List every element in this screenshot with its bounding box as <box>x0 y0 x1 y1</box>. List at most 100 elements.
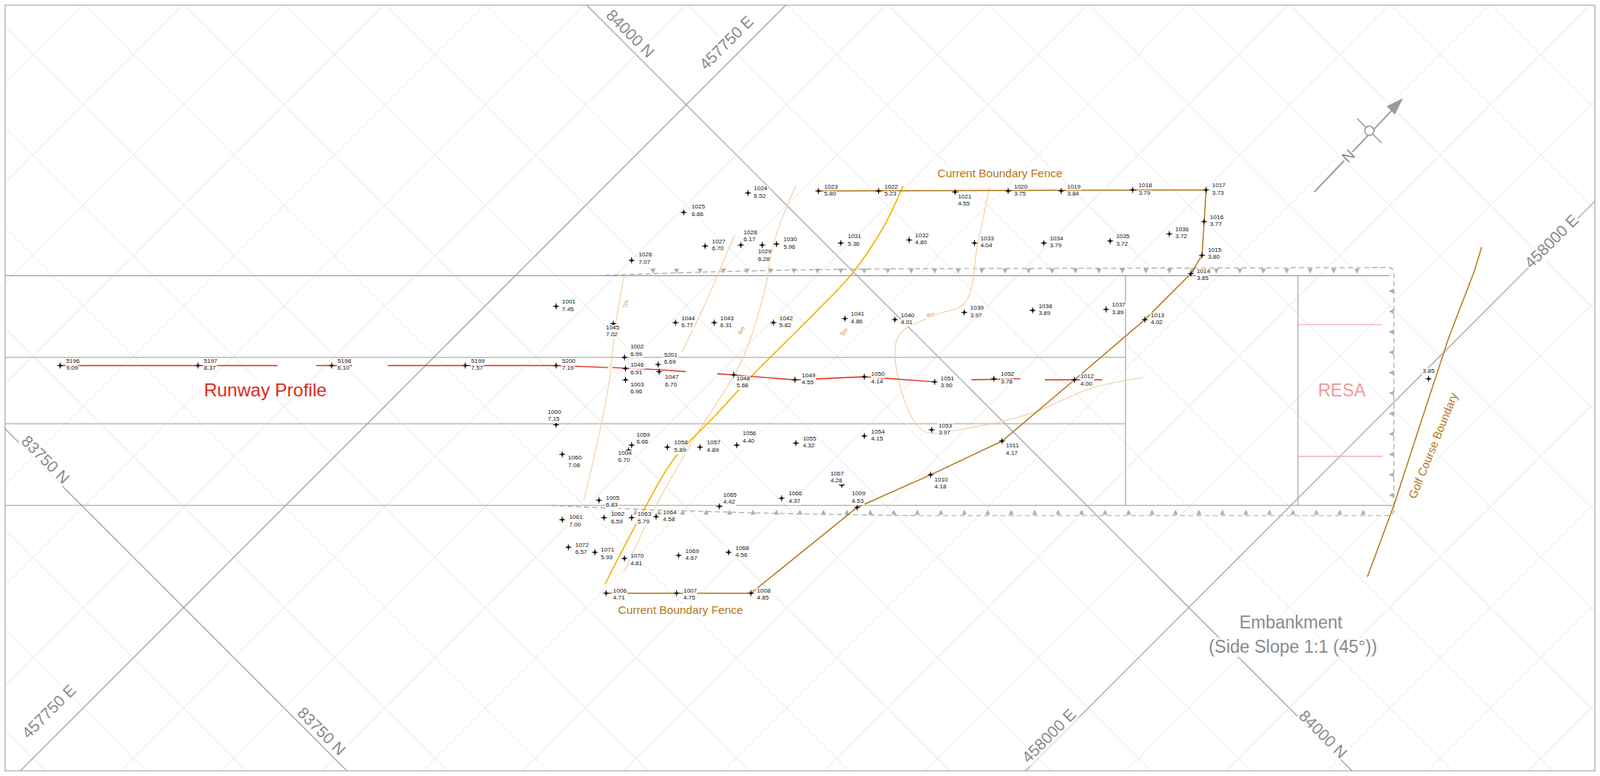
elevation-value: 5.36 <box>847 241 861 248</box>
map-graphic <box>653 514 658 519</box>
grid-line <box>5 5 1596 771</box>
map-graphic <box>773 241 780 248</box>
grid-line <box>5 210 1596 772</box>
slope-tick <box>938 509 944 515</box>
elevation-value: 6.99 <box>629 351 644 359</box>
map-graphic <box>1166 230 1173 237</box>
map-graphic <box>711 319 718 326</box>
grid-line <box>5 5 1596 502</box>
contour-label: 7m <box>622 298 631 310</box>
slope-tick <box>1388 472 1394 478</box>
elevation-value: 3.97 <box>969 312 984 320</box>
point-number: 1058 <box>673 439 689 447</box>
map-graphic <box>593 550 597 555</box>
grid-line <box>5 50 1596 772</box>
map-graphic <box>672 319 679 326</box>
slope-tick <box>703 509 709 515</box>
grid-label: 84000 N <box>602 5 659 62</box>
survey-point <box>1199 252 1206 259</box>
point-number: 1004 <box>617 450 633 458</box>
map-graphic <box>623 366 628 371</box>
elevation-value: 4.86 <box>850 318 864 326</box>
grid-line <box>5 5 1596 771</box>
map-graphic <box>676 553 681 558</box>
grid-line <box>5 5 1596 603</box>
elevation-value: 4.85 <box>755 594 770 602</box>
map-graphic <box>758 241 766 248</box>
survey-point <box>1029 307 1036 314</box>
point-number: 1021 <box>957 193 973 201</box>
slope-tick <box>1073 268 1079 274</box>
slope-tick <box>867 509 874 515</box>
slope-tick <box>720 268 727 274</box>
survey-point <box>622 365 629 372</box>
slope-tick <box>1025 268 1032 274</box>
map-graphic <box>680 209 687 216</box>
slope-tick <box>908 268 915 274</box>
map-graphic <box>861 373 868 380</box>
profile-label: Runway Profile <box>203 379 327 400</box>
map-graphic <box>892 317 897 322</box>
survey-points <box>57 187 1432 597</box>
grid-line <box>5 5 1596 771</box>
embankment-label: (Side Slope 1:1 (45°)) <box>1207 637 1378 657</box>
point-number: 5199 <box>470 358 486 366</box>
map-graphic <box>703 244 708 248</box>
map-graphic <box>654 361 661 368</box>
grid-line <box>5 5 1596 771</box>
grid-line <box>5 5 1596 771</box>
slope-tick <box>1237 268 1243 274</box>
point-number: 1060 <box>567 454 583 462</box>
point-number: 1003 <box>629 381 645 389</box>
map-graphic <box>665 444 670 449</box>
point-number: 1026 <box>638 251 654 259</box>
slope-tick <box>914 509 921 515</box>
elevation-value: 4.75 <box>682 594 697 602</box>
map-graphic <box>674 590 679 595</box>
point-number: 1008 <box>755 587 772 595</box>
elevation-value: 4.89 <box>706 447 721 454</box>
map-graphic <box>558 516 566 523</box>
point-number: 5201 <box>663 352 679 359</box>
map-graphic <box>1314 107 1394 192</box>
survey-point <box>773 241 780 248</box>
point-number: 1027 <box>711 238 727 246</box>
runway-edge <box>1125 275 1127 505</box>
contour-line <box>895 185 1143 433</box>
elevation-value: 3.89 <box>1111 309 1125 317</box>
north-label: N <box>1337 146 1359 167</box>
slope-tick <box>1126 509 1132 515</box>
elevation-value: 3.78 <box>1000 378 1014 386</box>
grid-line <box>5 5 1596 771</box>
point-number: 1032 <box>914 232 930 240</box>
slope-tick <box>1008 509 1014 515</box>
elevation-value: 6.28 <box>757 256 772 264</box>
point-number: 1046 <box>629 361 645 369</box>
survey-point <box>815 187 822 194</box>
grid-label: 457750 E <box>695 12 758 74</box>
survey-point <box>57 361 64 369</box>
point-number: 1047 <box>664 374 680 381</box>
survey-point <box>961 309 968 316</box>
resa-line <box>1298 323 1383 325</box>
map-graphic <box>623 377 628 382</box>
map-graphic <box>1142 317 1147 322</box>
slope-tick <box>932 268 938 274</box>
point-number: 1071 <box>600 546 616 554</box>
survey-point <box>999 438 1006 445</box>
point-number: 1002 <box>629 343 645 351</box>
point-number: 1054 <box>870 428 886 436</box>
elevation-value: 9.09 <box>65 365 80 372</box>
point-number: 1061 <box>568 514 584 521</box>
survey-point <box>596 497 603 504</box>
survey-point <box>600 514 607 521</box>
slope-tick <box>797 509 804 515</box>
grid-line <box>5 5 1596 662</box>
map-graphic <box>933 380 937 385</box>
elevation-value: 4.56 <box>734 552 749 559</box>
elevation-value: 4.81 <box>629 560 644 568</box>
map-graphic <box>1365 126 1375 136</box>
map-graphic <box>628 514 635 521</box>
map-graphic <box>1059 189 1064 194</box>
point-number: 1048 <box>735 375 751 383</box>
